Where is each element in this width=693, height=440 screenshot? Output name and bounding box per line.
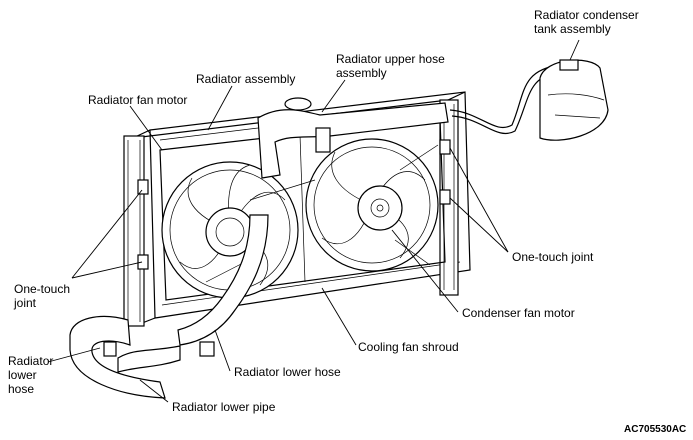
fan-struts xyxy=(205,144,439,283)
label-radiator-lower-pipe: Radiator lower pipe xyxy=(172,400,276,414)
label-condenser-fan-motor: Condenser fan motor xyxy=(462,306,575,320)
label-cooling-fan-shroud: Cooling fan shroud xyxy=(358,340,459,354)
label-radiator-fan-motor: Radiator fan motor xyxy=(88,93,188,107)
one-touch-joints xyxy=(137,139,451,270)
label-radiator-condenser-tank-assembly: Radiator condenser tank assembly xyxy=(534,8,639,36)
label-radiator-assembly: Radiator assembly xyxy=(196,72,296,86)
label-radiator-upper-hose-assembly: Radiator upper hose assembly xyxy=(336,52,445,80)
leader-lines xyxy=(47,39,580,403)
label-radiator-lower-hose: Radiator lower hose xyxy=(234,365,341,379)
label-radiator-lower-hose-left: Radiator lower hose xyxy=(8,354,54,396)
label-one-touch-joint-right: One-touch joint xyxy=(512,250,594,264)
condenser-fan-motor xyxy=(357,185,403,231)
radiator-upper-hose xyxy=(257,97,449,179)
radiator-condenser-tank xyxy=(539,59,609,141)
radiator-lower-hose xyxy=(177,214,269,346)
radiator-lower-pipe xyxy=(69,315,215,399)
figure-code: AC705530AC xyxy=(624,424,687,435)
label-one-touch-joint-left: One-touch joint xyxy=(14,282,71,310)
